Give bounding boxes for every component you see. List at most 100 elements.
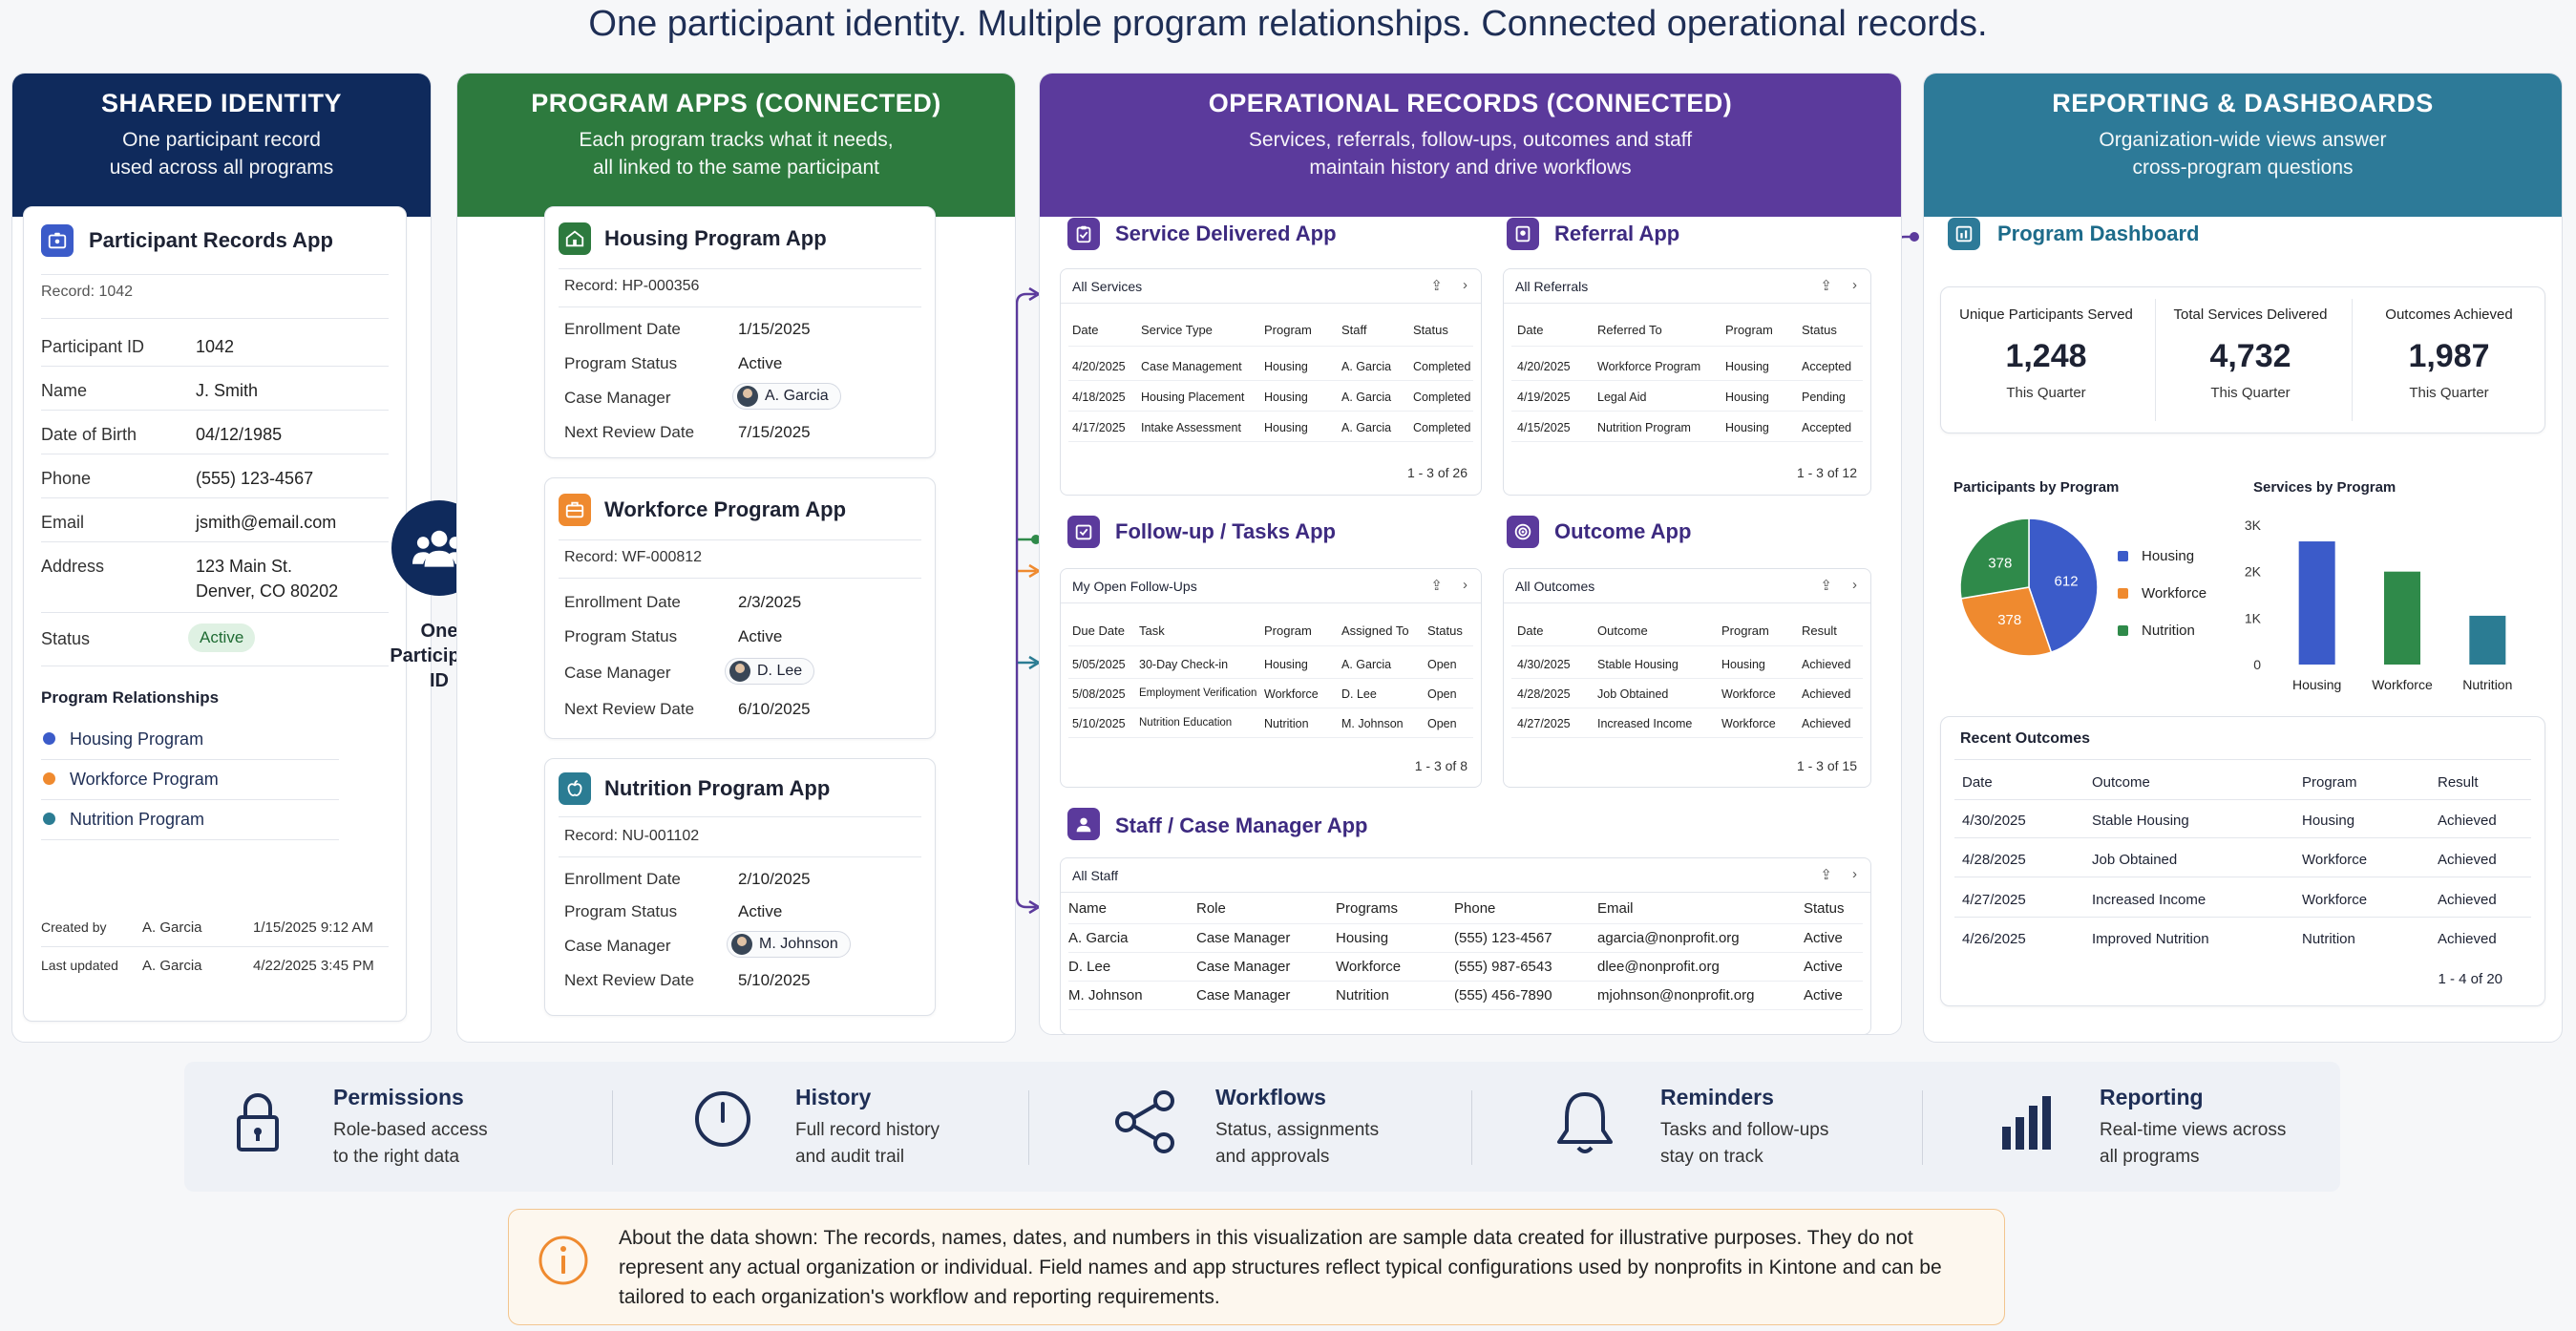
feature-title: Workflows <box>1215 1085 1326 1109</box>
pager[interactable]: 1 - 3 of 15 <box>1796 758 1857 773</box>
case-manager-chip[interactable]: D. Lee <box>725 658 815 685</box>
pie-legend-nutrition: Nutrition <box>2118 623 2195 639</box>
program-app-title: Workforce Program App <box>604 497 847 521</box>
x-tick-label: Housing <box>2292 677 2341 692</box>
cell: 4/19/2025 <box>1517 391 1571 404</box>
housing-program-card[interactable]: Housing Program App Record: HP-000356 En… <box>544 206 936 458</box>
cell: D. Lee <box>1068 959 1111 975</box>
case-manager-chip[interactable]: M. Johnson <box>727 931 851 958</box>
status-value: Active <box>738 627 783 645</box>
bar-workforce[interactable] <box>2384 571 2420 665</box>
cell: Achieved <box>2438 892 2497 908</box>
column-header: Status <box>1427 623 1463 638</box>
followup-table: My Open Follow-Ups ⇪› Due Date Task Prog… <box>1060 568 1482 788</box>
pager[interactable]: 1 - 3 of 8 <box>1414 758 1467 773</box>
followup-app-title: Follow-up / Tasks App <box>1115 519 1336 543</box>
staff-table: All Staff ⇪› Name Role Programs Phone Em… <box>1060 857 1871 1035</box>
chevron-right-icon[interactable]: › <box>1463 277 1467 293</box>
cell: M. Johnson <box>1068 987 1143 1004</box>
relationship-housing[interactable]: Housing Program <box>70 729 204 749</box>
pie-slice-nutrition[interactable] <box>1959 518 2030 600</box>
nutrition-program-card[interactable]: Nutrition Program App Record: NU-001102 … <box>544 758 936 1016</box>
cell: 4/30/2025 <box>1962 813 2026 829</box>
person-icon <box>1067 808 1100 840</box>
case-manager-label: Case Manager <box>564 937 671 955</box>
cell: (555) 456-7890 <box>1454 987 1552 1004</box>
pager[interactable]: 1 - 4 of 20 <box>2438 971 2502 987</box>
chevron-right-icon[interactable]: › <box>1852 277 1857 293</box>
chevron-right-icon[interactable]: › <box>1852 577 1857 593</box>
status-label: Program Status <box>564 902 678 920</box>
column-header: Task <box>1139 623 1165 638</box>
case-manager-chip[interactable]: A. Garcia <box>732 383 841 410</box>
review-value: 5/10/2025 <box>738 971 811 989</box>
bar-nutrition[interactable] <box>2469 615 2506 665</box>
phone-value: (555) 123-4567 <box>196 469 314 488</box>
cell: mjohnson@nonprofit.org <box>1597 987 1755 1004</box>
column-header: Programs <box>1336 900 1399 917</box>
pager[interactable]: 1 - 3 of 12 <box>1796 465 1857 480</box>
participant-records-card[interactable]: Participant Records App Record: 1042 Par… <box>23 206 407 1022</box>
workforce-program-card[interactable]: Workforce Program App Record: WF-000812 … <box>544 477 936 739</box>
enroll-value: 2/3/2025 <box>738 593 802 611</box>
chevron-right-icon[interactable]: › <box>1852 866 1857 882</box>
program-app-title: Nutrition Program App <box>604 776 831 800</box>
service-table: All Services ⇪› Date Service Type Progra… <box>1060 268 1482 496</box>
feature-desc-line: to the right data <box>333 1147 460 1167</box>
view-name: All Services <box>1072 279 1143 294</box>
cell: D. Lee <box>1341 687 1377 701</box>
column-title: PROGRAM APPS (CONNECTED) <box>531 89 941 117</box>
chevron-right-icon[interactable]: › <box>1463 577 1467 593</box>
relationship-nutrition[interactable]: Nutrition Program <box>70 810 205 829</box>
cell: Achieved <box>1802 658 1851 671</box>
feature-desc: Real-time views across all programs <box>2100 1117 2286 1171</box>
cell: 4/20/2025 <box>1072 360 1126 373</box>
cell: Nutrition <box>1336 987 1389 1004</box>
field-label: Address <box>41 557 105 576</box>
pie-legend-workforce: Workforce <box>2118 585 2206 602</box>
cell: Workforce <box>1264 687 1319 701</box>
pie-slice-workforce[interactable] <box>1960 586 2053 657</box>
id-card-icon <box>41 224 74 257</box>
pager[interactable]: 1 - 3 of 26 <box>1406 465 1467 480</box>
y-tick-label: 3K <box>2245 518 2262 533</box>
column-subtitle-2: used across all programs <box>109 157 334 179</box>
outcome-app-title: Outcome App <box>1554 519 1692 543</box>
bar-housing[interactable] <box>2298 541 2335 665</box>
created-at: 1/15/2025 9:12 AM <box>253 919 373 936</box>
participant-id-value: 1042 <box>196 337 235 356</box>
info-icon <box>538 1236 588 1285</box>
share-icon <box>1115 1090 1174 1153</box>
relationship-workforce[interactable]: Workforce Program <box>70 770 219 789</box>
briefcase-icon <box>559 494 591 526</box>
cell: Achieved <box>1802 717 1851 730</box>
program-record: Record: HP-000356 <box>564 278 700 294</box>
pie-slice-housing[interactable] <box>2028 518 2099 654</box>
kpi-value: 1,248 <box>2005 338 2087 374</box>
cell: Achieved <box>2438 852 2497 868</box>
share-icon[interactable]: ⇪ <box>1820 867 1832 883</box>
pie-slice-label: 378 <box>1988 555 2012 571</box>
feature-desc-line: all programs <box>2100 1147 2200 1167</box>
cell: Intake Assessment <box>1141 421 1241 434</box>
case-manager-name: D. Lee <box>757 663 803 679</box>
feature-desc-line: Full record history <box>795 1120 940 1140</box>
share-icon[interactable]: ⇪ <box>1820 278 1832 294</box>
share-icon[interactable]: ⇪ <box>1820 578 1832 594</box>
share-icon[interactable]: ⇪ <box>1430 578 1443 594</box>
cell: Housing <box>2302 813 2355 829</box>
clock-icon <box>695 1091 750 1147</box>
cell: Housing <box>1725 360 1769 373</box>
clipboard-icon <box>1067 218 1100 250</box>
feature-title: History <box>795 1085 872 1109</box>
field-label: Phone <box>41 469 92 488</box>
share-icon[interactable]: ⇪ <box>1430 278 1443 294</box>
feature-desc-line: Real-time views across <box>2100 1120 2287 1140</box>
cell: 4/18/2025 <box>1072 391 1126 404</box>
hub-label-1: One <box>420 621 458 642</box>
cell: A. Garcia <box>1068 930 1129 946</box>
dob-value: 04/12/1985 <box>196 425 283 444</box>
